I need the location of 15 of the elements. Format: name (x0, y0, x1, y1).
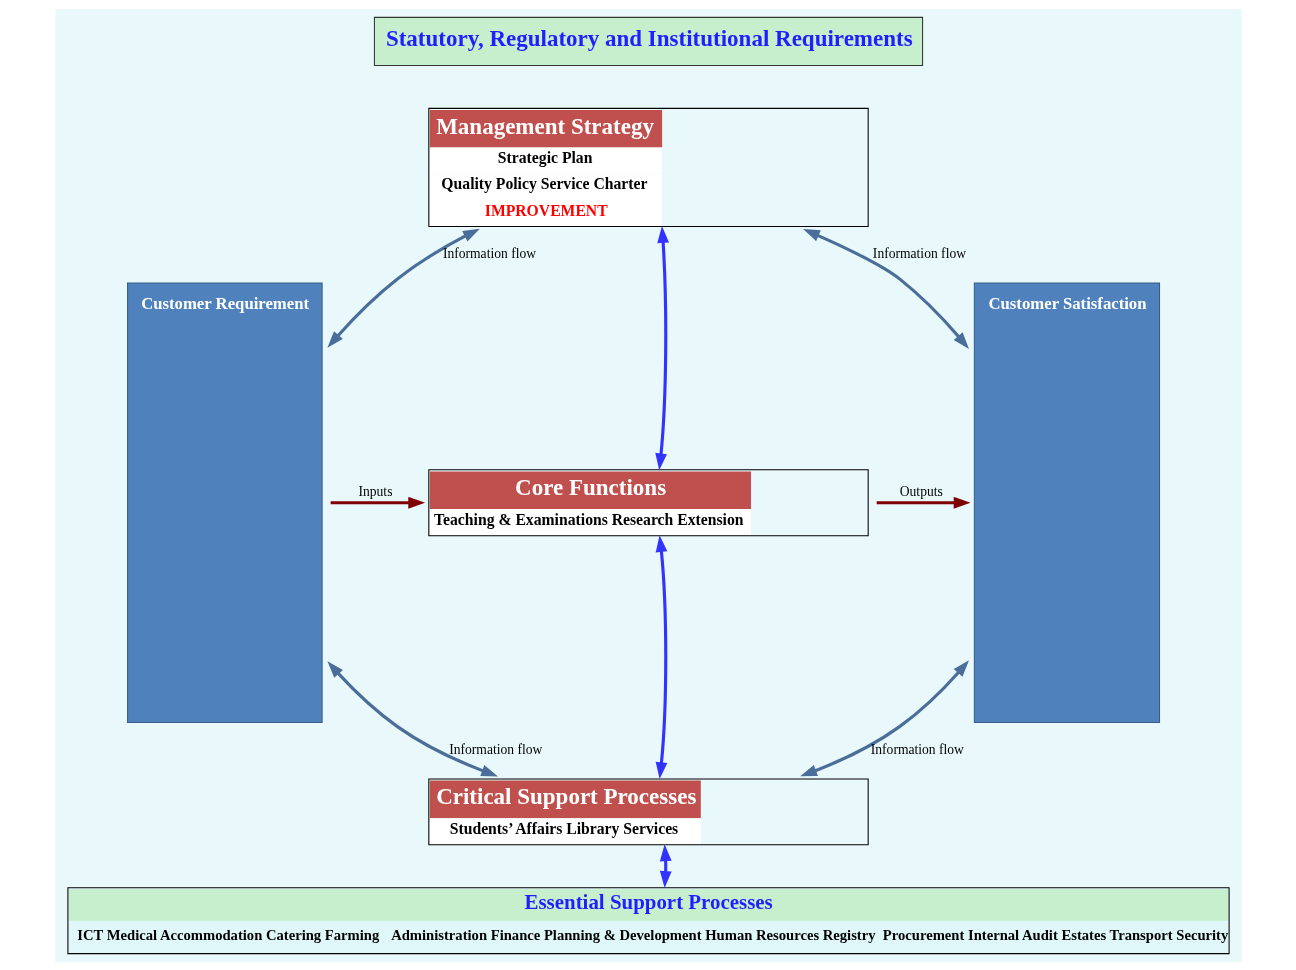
arrow (326, 660, 498, 776)
edge-label: Information flow (870, 741, 964, 757)
arrow (802, 228, 969, 349)
arrow (659, 843, 672, 888)
arrow (876, 496, 970, 509)
edge-label: Information flow (872, 245, 966, 261)
edge-label: Outputs (899, 483, 943, 499)
edge-label: Information flow (442, 245, 536, 261)
arrow (654, 225, 669, 470)
arrow (326, 228, 480, 348)
edge-label: Information flow (448, 741, 542, 757)
arrow (655, 534, 667, 779)
arrow (799, 659, 969, 776)
arrow (330, 496, 425, 509)
edge-label: Inputs (357, 483, 392, 499)
